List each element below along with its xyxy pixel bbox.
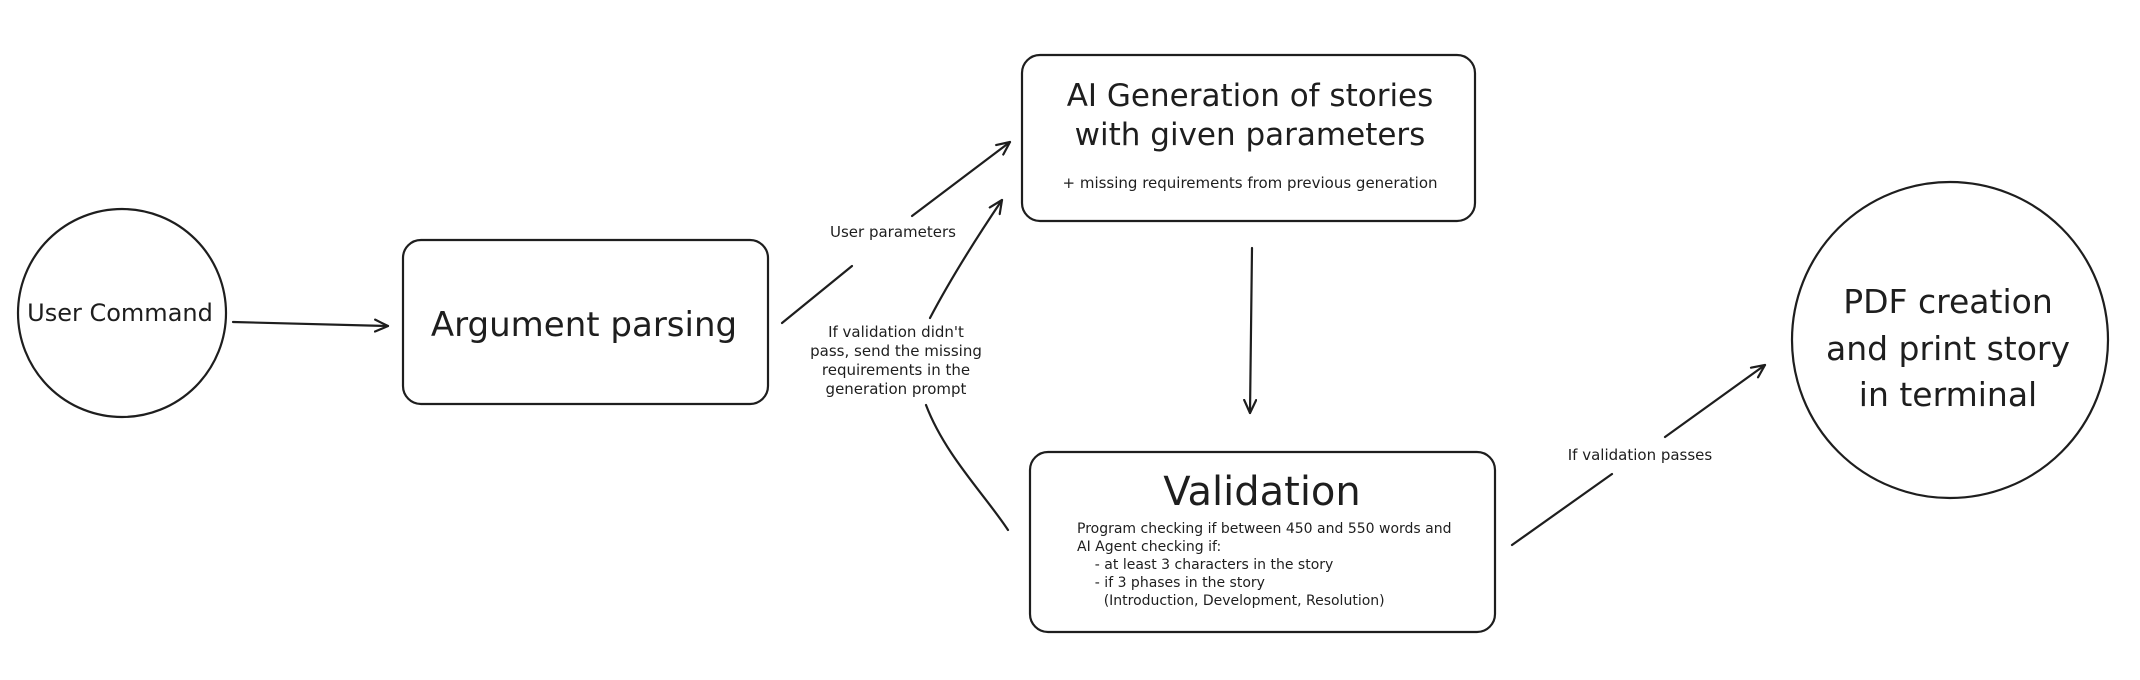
validation-title: Validation xyxy=(1163,469,1361,515)
edge-validation-to-pdf-lower xyxy=(1510,472,1614,547)
validation-detail-line: AI Agent checking if: xyxy=(1077,539,1221,555)
node-argument-parsing: Argument parsing xyxy=(401,238,770,406)
edge-label-user-parameters: User parameters xyxy=(830,223,956,241)
pdf-creation-circle xyxy=(1790,180,2110,500)
edge-parsing-to-generation-upper xyxy=(910,140,1012,218)
argument-parsing-label: Argument parsing xyxy=(431,305,737,345)
edge-label-retry-line: requirements in the xyxy=(822,361,970,379)
argument-parsing-box xyxy=(401,238,770,406)
edge-label-retry-line: pass, send the missing xyxy=(810,342,982,360)
ai-generation-title-line1: AI Generation of stories xyxy=(1067,78,1434,114)
edge-retry-upper xyxy=(928,198,1004,320)
node-validation: Validation Program checking if between 4… xyxy=(1028,450,1497,634)
edge-generation-to-validation xyxy=(1250,246,1252,415)
node-pdf-creation: PDF creation and print story in terminal xyxy=(1790,180,2110,500)
pdf-creation-line2: and print story xyxy=(1826,329,2070,368)
validation-detail-line: (Introduction, Development, Resolution) xyxy=(1077,593,1385,609)
validation-box xyxy=(1028,450,1497,634)
user-command-circle xyxy=(16,207,228,419)
edge-retry-lower xyxy=(924,403,1010,532)
edge-parsing-to-generation-lower xyxy=(780,264,854,325)
edge-label-retry-line: If validation didn't xyxy=(828,323,964,341)
validation-detail-line: - if 3 phases in the story xyxy=(1077,575,1265,591)
pdf-creation-line3: in terminal xyxy=(1859,375,2037,414)
ai-generation-box xyxy=(1020,53,1477,223)
node-user-command: User Command xyxy=(16,207,228,419)
ai-generation-note: + missing requirements from previous gen… xyxy=(1063,174,1438,192)
validation-detail-line: Program checking if between 450 and 550 … xyxy=(1077,521,1452,537)
ai-generation-title-line2: with given parameters xyxy=(1075,117,1426,153)
edge-label-retry-line: generation prompt xyxy=(826,380,967,398)
validation-detail-line: - at least 3 characters in the story xyxy=(1077,557,1333,573)
node-ai-generation: AI Generation of stories with given para… xyxy=(1020,53,1477,223)
edge-command-to-parsing xyxy=(231,322,390,326)
edge-validation-to-pdf-upper xyxy=(1663,363,1767,439)
pdf-creation-line1: PDF creation xyxy=(1843,282,2053,321)
user-command-label: User Command xyxy=(27,299,213,327)
edge-label-validation-passes: If validation passes xyxy=(1568,446,1713,464)
